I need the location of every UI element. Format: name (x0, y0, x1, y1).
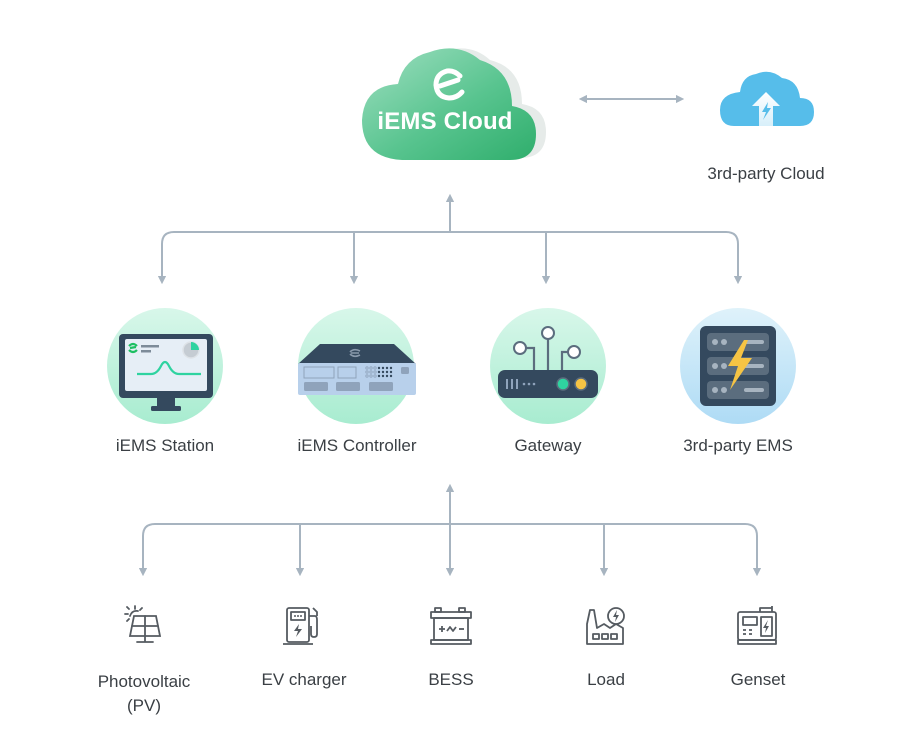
genset-node[interactable] (736, 604, 780, 646)
third-party-ems-label: 3rd-party EMS (683, 436, 793, 455)
iems-cloud-title: iEMS Cloud (377, 108, 513, 135)
load-label: Load (587, 670, 625, 689)
monitor-dashboard-icon (107, 308, 223, 424)
load-node[interactable] (584, 604, 628, 646)
photovoltaic-label-line2: (PV) (127, 696, 161, 715)
generator-icon (737, 606, 777, 645)
third-party-ems-node[interactable] (678, 306, 798, 426)
photovoltaic-node[interactable] (122, 604, 166, 646)
ev-charger-icon (283, 607, 318, 645)
top-bus (157, 231, 743, 285)
ev-charger-label: EV charger (261, 670, 347, 689)
iems-controller-label: iEMS Controller (297, 436, 417, 455)
controller-device-icon (298, 308, 416, 424)
iems-logo-icon (433, 68, 465, 101)
third-party-cloud-label: 3rd-party Cloud (707, 164, 825, 183)
cloud-upload-bolt-icon (720, 71, 814, 126)
gateway-node[interactable] (488, 306, 608, 426)
iems-station-label: iEMS Station (115, 436, 215, 455)
iems-controller-node[interactable] (294, 306, 420, 426)
photovoltaic-label: Photovoltaic (PV) (74, 670, 214, 718)
iems-cloud-node[interactable]: iEMS Cloud (350, 38, 550, 166)
genset-label: Genset (730, 670, 786, 689)
gateway-label: Gateway (514, 436, 582, 455)
iems-station-node[interactable] (105, 306, 225, 426)
bess-node[interactable] (429, 606, 473, 646)
cloud-shape-icon (362, 48, 546, 160)
factory-load-icon (586, 607, 625, 645)
server-bolt-icon (680, 308, 796, 424)
third-party-cloud-node[interactable] (716, 68, 816, 130)
photovoltaic-label-line1: Photovoltaic (97, 672, 191, 691)
solar-panel-icon (124, 605, 162, 643)
battery-icon (430, 607, 472, 645)
gateway-router-icon (490, 308, 606, 424)
bess-label: BESS (428, 670, 474, 689)
ev-charger-node[interactable] (281, 604, 323, 648)
